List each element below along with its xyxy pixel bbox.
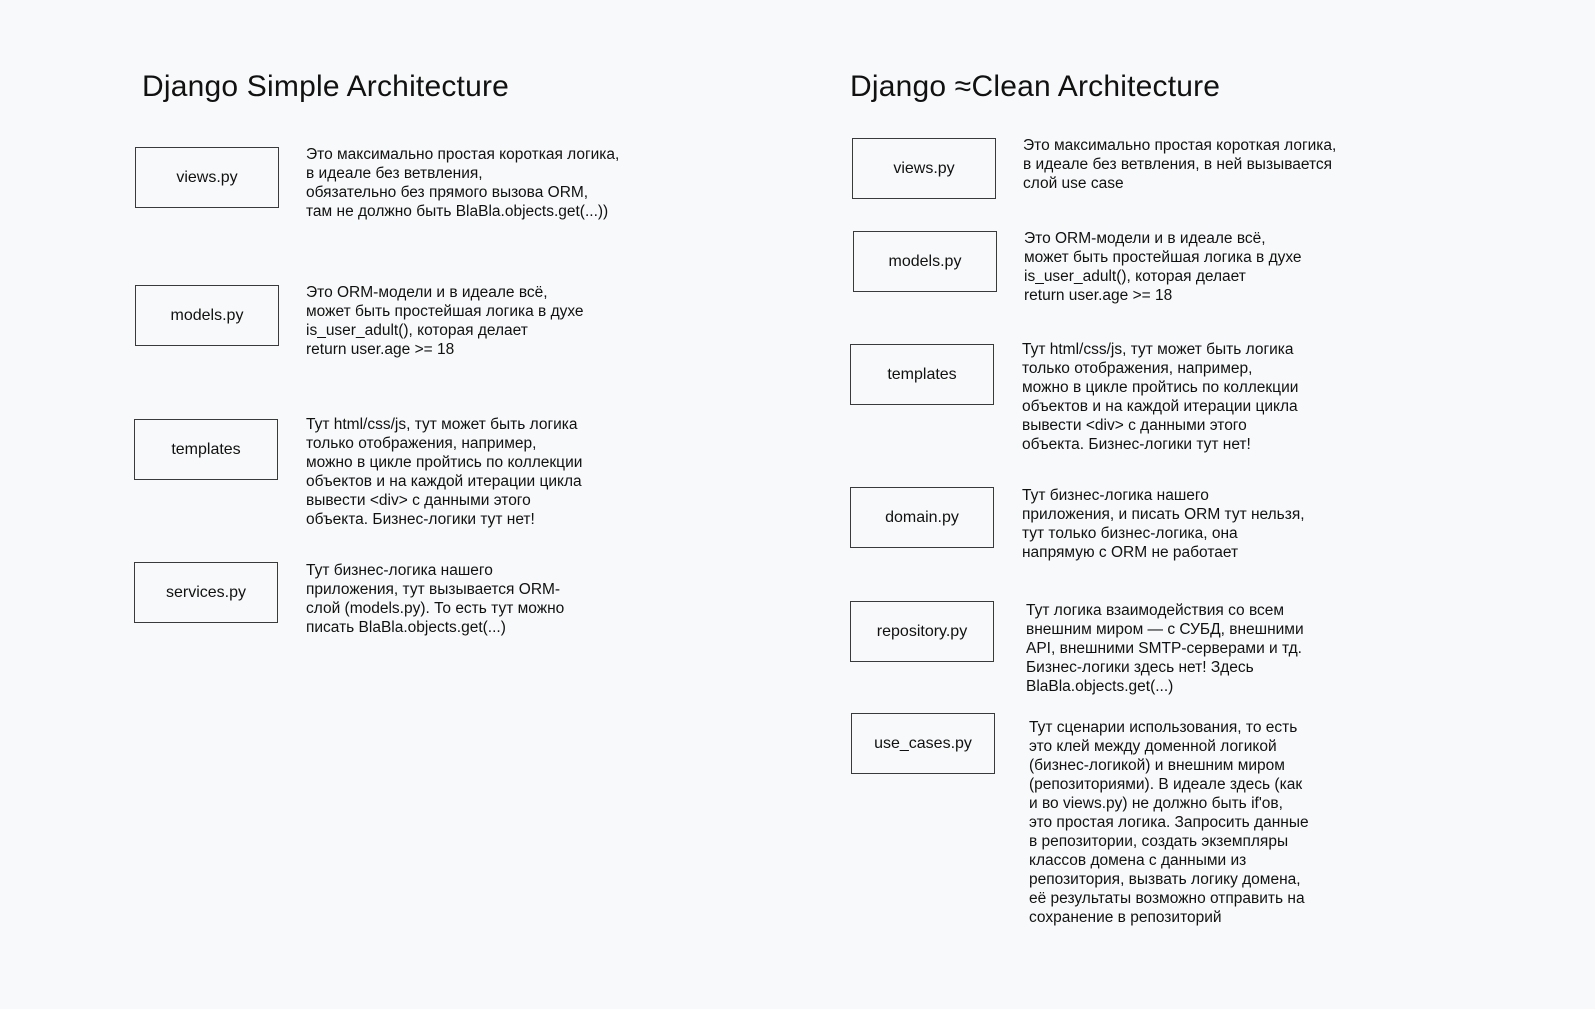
desc-line: это простая логика. Запросить данные: [1029, 814, 1309, 831]
desc-line: API, внешними SMTP-серверами и тд.: [1026, 640, 1302, 657]
clean-views-description: Это максимально простая короткая логика,…: [1023, 136, 1336, 193]
desc-line: объектов и на каждой итерации цикла: [306, 473, 582, 490]
desc-line: можно в цикле пройтись по коллекции: [306, 454, 583, 471]
desc-line: Тут сценарии использования, то есть: [1029, 719, 1298, 736]
clean-models-box: models.py: [853, 231, 997, 292]
desc-line: слой (models.py). То есть тут можно: [306, 600, 565, 617]
clean-templates-box: templates: [850, 344, 994, 405]
desc-line: return user.age >= 18: [1024, 287, 1173, 304]
clean-models-description: Это ORM-модели и в идеале всё, может быт…: [1024, 229, 1302, 305]
simple-architecture-title: Django Simple Architecture: [142, 70, 510, 103]
desc-line: Бизнес-логики здесь нет! Здесь: [1026, 659, 1254, 676]
desc-line: слой use case: [1023, 175, 1124, 192]
desc-line: приложения, и писать ORM тут нельзя,: [1022, 506, 1305, 523]
desc-line: Тут html/css/js, тут может быть логика: [1022, 341, 1294, 358]
desc-line: только отображения, например,: [306, 435, 537, 452]
simple-templates-description: Тут html/css/js, тут может быть логика т…: [306, 415, 582, 529]
desc-line: тут только бизнес-логика, она: [1022, 525, 1238, 542]
desc-line: писать BlaBla.objects.get(...): [306, 619, 506, 636]
desc-line: Это ORM-модели и в идеале всё,: [1024, 230, 1266, 247]
desc-line: объектов и на каждой итерации цикла: [1022, 398, 1298, 415]
desc-line: is_user_adult(), которая делает: [306, 322, 528, 339]
desc-line: в идеале без ветвления, в ней вызывается: [1023, 156, 1333, 173]
simple-models-box: models.py: [135, 285, 279, 346]
desc-line: вывести <div> с данными этого: [306, 492, 531, 509]
desc-line: в идеале без ветвления,: [306, 165, 483, 182]
desc-line: её результаты возможно отправить на: [1029, 890, 1305, 907]
simple-services-box: services.py: [134, 562, 278, 623]
desc-line: напрямую с ORM не работает: [1022, 544, 1239, 561]
desc-line: Тут html/css/js, тут может быть логика: [306, 416, 578, 433]
desc-line: внешним миром — с СУБД, внешними: [1026, 621, 1304, 638]
clean-use-cases-box: use_cases.py: [851, 713, 995, 774]
desc-line: Тут бизнес-логика нашего: [306, 562, 493, 579]
desc-line: Тут бизнес-логика нашего: [1022, 487, 1209, 504]
desc-line: return user.age >= 18: [306, 341, 455, 358]
desc-line: можно в цикле пройтись по коллекции: [1022, 379, 1299, 396]
desc-line: может быть простейшая логика в духе: [306, 303, 584, 320]
desc-line: BlaBla.objects.get(...): [1026, 678, 1174, 695]
desc-line: сохранение в репозиторий: [1029, 909, 1222, 926]
desc-line: обязательно без прямого вызова ORM,: [306, 184, 589, 201]
desc-line: только отображения, например,: [1022, 360, 1253, 377]
clean-domain-box: domain.py: [850, 487, 994, 548]
clean-views-box: views.py: [852, 138, 996, 199]
simple-templates-box: templates: [134, 419, 278, 480]
desc-line: Это максимально простая короткая логика,: [306, 146, 620, 163]
clean-repository-description: Тут логика взаимодействия со всем внешни…: [1026, 601, 1304, 696]
simple-models-description: Это ORM-модели и в идеале всё, может быт…: [306, 283, 584, 359]
desc-line: вывести <div> с данными этого: [1022, 417, 1247, 434]
desc-line: (бизнес-логикой) и внешним миром: [1029, 757, 1285, 774]
desc-line: is_user_adult(), которая делает: [1024, 268, 1246, 285]
simple-views-description: Это максимально простая короткая логика,…: [306, 145, 619, 221]
desc-line: репозитория, вызвать логику домена,: [1029, 871, 1301, 888]
desc-line: Это ORM-модели и в идеале всё,: [306, 284, 548, 301]
clean-repository-box: repository.py: [850, 601, 994, 662]
simple-views-box: views.py: [135, 147, 279, 208]
desc-line: это клей между доменной логикой: [1029, 738, 1277, 755]
simple-services-description: Тут бизнес-логика нашего приложения, тут…: [306, 561, 564, 637]
desc-line: может быть простейшая логика в духе: [1024, 249, 1302, 266]
clean-domain-description: Тут бизнес-логика нашего приложения, и п…: [1022, 486, 1305, 562]
desc-line: и во views.py) не должно быть if'ов,: [1029, 795, 1283, 812]
desc-line: Тут логика взаимодействия со всем: [1026, 602, 1285, 619]
desc-line: там не должно быть BlaBla.objects.get(..…: [306, 203, 609, 220]
desc-line: классов домена с данными из: [1029, 852, 1247, 869]
desc-line: объекта. Бизнес-логики тут нет!: [1022, 436, 1251, 453]
clean-templates-description: Тут html/css/js, тут может быть логика т…: [1022, 340, 1298, 454]
desc-line: Это максимально простая короткая логика,: [1023, 137, 1337, 154]
desc-line: приложения, тут вызывается ORM-: [306, 581, 561, 598]
clean-use-cases-description: Тут сценарии использования, то есть это …: [1029, 718, 1309, 927]
desc-line: в репозитории, создать экземпляры: [1029, 833, 1289, 850]
clean-architecture-title: Django ≈Clean Architecture: [850, 70, 1221, 103]
desc-line: объекта. Бизнес-логики тут нет!: [306, 511, 535, 528]
desc-line: (репозиториями). В идеале здесь (как: [1029, 776, 1303, 793]
